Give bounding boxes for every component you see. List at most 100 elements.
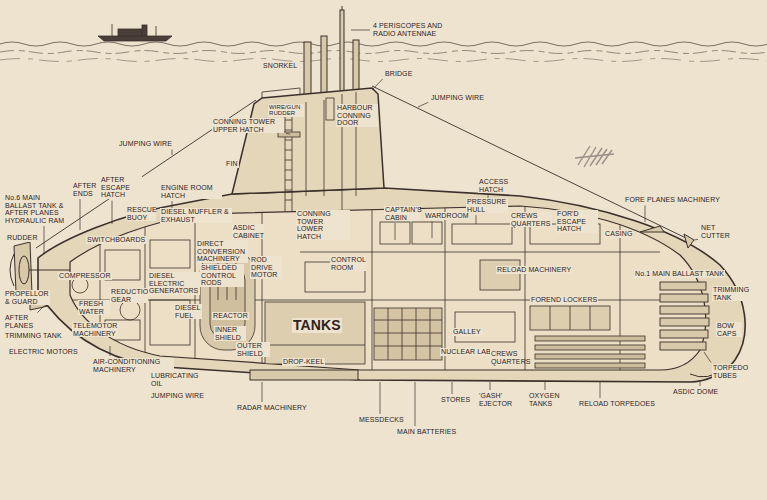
part-label: No.6 MAIN BALLAST TANK & AFTER PLANES HY… <box>4 194 70 224</box>
part-label: RESCUE BUOY <box>126 206 156 221</box>
interior <box>60 200 700 380</box>
leader-line <box>172 201 173 208</box>
masts <box>304 6 359 102</box>
part-label: FIN <box>225 160 239 168</box>
part-label: LUBRICATING OIL <box>150 372 206 387</box>
part-label: SHIELDED CONTROL RODS <box>200 264 244 287</box>
leader-line <box>415 382 416 426</box>
part-label: MESSDECKS <box>358 416 405 424</box>
part-label: RADAR MACHINERY <box>236 404 308 412</box>
part-label: CASING <box>604 230 633 238</box>
part-label: REDUCTION GEAR <box>110 288 148 303</box>
part-label: MAIN BATTERIES <box>396 428 457 436</box>
part-label: TANKS <box>292 318 342 333</box>
part-label: COMPRESSOR <box>58 272 112 280</box>
part-label: 'GASH' EJECTOR <box>478 392 514 407</box>
leader-line <box>351 30 370 31</box>
part-label: DIESEL ELECTRIC GENERATORS <box>148 272 200 295</box>
part-label: AFTER PLANES <box>4 314 36 329</box>
leader-line <box>418 102 428 107</box>
part-label: OUTER SHIELD <box>236 342 270 357</box>
leader-line <box>380 382 381 414</box>
pressure-hull <box>70 206 706 370</box>
part-label: PRESSURE HULL <box>466 198 508 213</box>
part-label: SNORKEL <box>262 62 298 70</box>
part-label: DIESEL FUEL <box>174 304 202 319</box>
part-label: DROP-KEEL <box>282 358 325 366</box>
part-label: ACCESS HATCH <box>478 178 512 193</box>
leader-line <box>432 222 433 238</box>
leader-line <box>172 150 173 155</box>
part-label: TRIMMING TANK <box>712 286 750 301</box>
leader-line <box>37 306 44 313</box>
leader-line <box>395 223 396 240</box>
part-label: No.1 MAIN BALLAST TANK <box>634 270 725 278</box>
part-label: DIRECT CONVERSION MACHINERY <box>196 240 248 263</box>
part-label: JUMPING WIRE <box>150 392 205 400</box>
leader-line <box>80 199 81 230</box>
part-label: ASDIC DOME <box>672 388 719 396</box>
part-label: CAPTAIN'S CABIN <box>384 206 420 221</box>
part-label: FOR'D ESCAPE HATCH <box>556 210 598 233</box>
part-label: RELOAD TORPEDOES <box>578 400 656 408</box>
part-label: ASDIC CABINET <box>232 224 264 239</box>
sea <box>0 42 767 62</box>
part-label: ROD DRIVE MOTOR <box>250 256 282 279</box>
part-label: AIR-CONDITIONING MACHINERY <box>92 358 174 373</box>
part-label: AFTER ESCAPE HATCH <box>100 176 142 199</box>
outer-hull <box>38 188 745 382</box>
part-label: INNER SHIELD <box>214 326 246 341</box>
part-label: 4 PERISCOPES AND RADIO ANTENNAE <box>372 22 462 37</box>
part-label: JUMPING WIRE <box>118 140 173 148</box>
leader-line <box>452 382 453 394</box>
leader-line <box>372 79 383 90</box>
leader-line <box>545 382 546 390</box>
leader-line <box>694 239 698 241</box>
leader-line <box>110 346 111 356</box>
part-label: DIESEL MUFFLER & EXHAUST <box>160 208 232 223</box>
drop-keel <box>250 370 358 380</box>
part-label: CREWS QUARTERS <box>510 212 552 227</box>
part-label: JUMPING WIRE <box>430 94 485 102</box>
part-label: NUCLEAR LAB <box>440 348 492 356</box>
part-label: CONNING TOWER UPPER HATCH <box>212 118 284 133</box>
torpedo-tubes <box>660 282 709 350</box>
part-label: CONNING TOWER LOWER HATCH <box>296 210 350 240</box>
part-label: TELEMOTOR MACHINERY <box>72 322 118 337</box>
leader-line <box>286 133 290 135</box>
leader-line <box>112 201 113 224</box>
part-label: SWITCHBOARDS <box>86 236 146 244</box>
part-label: BOW CAPS <box>716 322 742 337</box>
fin <box>232 88 384 194</box>
part-label: BRIDGE <box>384 70 413 78</box>
surface-ship <box>98 24 172 41</box>
leader-line <box>490 382 491 390</box>
part-label: WARDROOM <box>424 212 470 220</box>
part-label: ENGINE ROOM HATCH <box>160 184 222 199</box>
part-label: REACTOR <box>212 312 249 320</box>
bow-fittings <box>640 226 724 377</box>
part-label: CREWS QUARTERS <box>490 350 524 365</box>
part-label: RUDDER <box>6 234 39 242</box>
leader-line <box>44 226 45 254</box>
leader-line <box>476 215 477 224</box>
part-label: STORES <box>440 396 471 404</box>
part-label: HARBOUR CONNING DOOR <box>336 104 378 127</box>
part-label: OXYGEN TANKS <box>528 392 564 407</box>
part-label: CONTROL ROOM <box>330 256 366 271</box>
part-label: FOREND LOCKERS <box>530 296 598 304</box>
part-label: NET CUTTER <box>700 224 732 239</box>
leader-line <box>600 382 601 398</box>
leader-line <box>700 380 701 386</box>
leader-line <box>262 382 263 402</box>
part-label: PROPELLOR & GUARD <box>4 290 50 305</box>
part-label: ELECTRIC MOTORS <box>8 348 79 356</box>
part-label: TRIMMING TANK <box>4 332 63 340</box>
smudge <box>575 146 614 167</box>
part-label: AFTER ENDS <box>72 182 100 197</box>
leader-line <box>704 352 711 362</box>
part-label: TORPEDO TUBES <box>712 364 752 379</box>
part-label: GALLEY <box>452 328 482 336</box>
part-label: FRESH WATER <box>78 300 110 315</box>
